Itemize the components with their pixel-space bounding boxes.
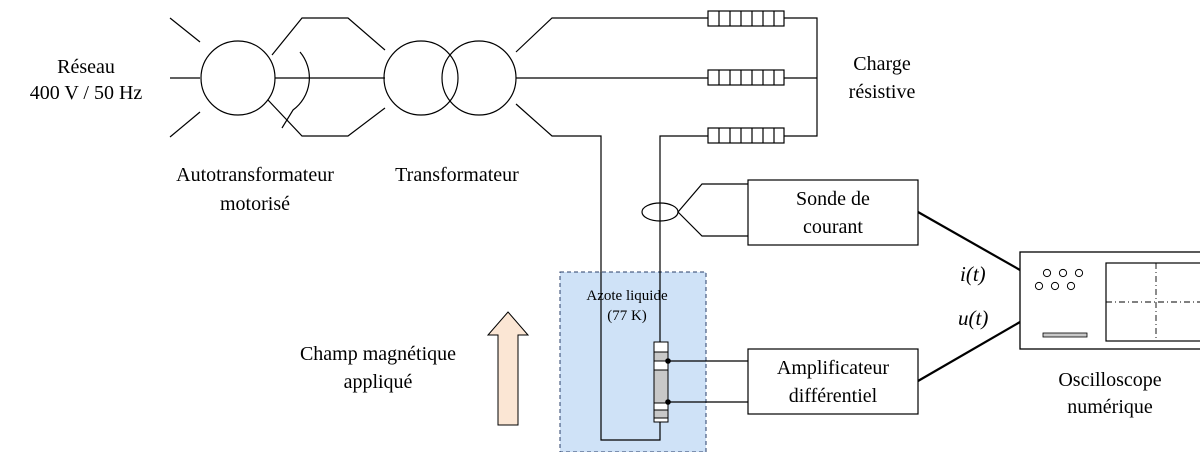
network-label-line1: Réseau — [57, 56, 115, 78]
resistive-load-label-line1: Charge — [853, 53, 911, 75]
magnetic-field-arrow — [486, 311, 530, 426]
autotransformer-symbol — [200, 40, 310, 129]
oscilloscope-knobs — [1034, 268, 1084, 291]
oscilloscope-slot — [1042, 332, 1088, 338]
superconductor-sample — [653, 341, 671, 423]
resistor-bottom — [707, 127, 785, 144]
diff-amplifier-label-line1: Amplificateur — [777, 357, 890, 379]
autotransformer-label-line2: motorisé — [220, 193, 290, 215]
resistor-top — [707, 10, 785, 27]
current-signal-label: i(t) — [960, 262, 986, 286]
secondary-wires — [515, 17, 708, 441]
current-probe-label-line2: courant — [803, 216, 863, 238]
oscilloscope — [1019, 251, 1200, 350]
transformer-label: Transformateur — [395, 164, 519, 186]
cryostat-label-line2: (77 K) — [607, 308, 647, 324]
magnetic-field-label-line1: Champ magnétique — [300, 343, 456, 365]
voltage-signal-label: u(t) — [958, 306, 988, 330]
cryostat-bath — [559, 271, 707, 452]
cryostat-label-line1: Azote liquide — [586, 288, 668, 304]
transformer-symbol — [383, 40, 517, 116]
resistive-load-label-line2: résistive — [849, 81, 916, 103]
oscilloscope-label-line1: Oscilloscope — [1058, 369, 1161, 391]
network-wires — [169, 17, 201, 138]
current-probe-clamp — [641, 183, 748, 237]
oscilloscope-label-line2: numérique — [1067, 396, 1153, 418]
diff-amplifier-label-line2: différentiel — [789, 385, 878, 407]
magnetic-field-label-line2: appliqué — [344, 371, 413, 393]
load-star-point — [784, 17, 818, 137]
scope-cables — [917, 211, 1021, 382]
voltage-taps — [668, 360, 748, 403]
resistor-middle — [707, 69, 785, 86]
diff-amplifier-box — [747, 348, 919, 415]
auto-to-transformer-wires — [267, 17, 386, 137]
network-label-line2: 400 V / 50 Hz — [30, 82, 143, 104]
current-probe-label-line1: Sonde de — [796, 188, 870, 210]
current-probe-box — [747, 179, 919, 246]
autotransformer-label-line1: Autotransformateur — [176, 164, 334, 186]
